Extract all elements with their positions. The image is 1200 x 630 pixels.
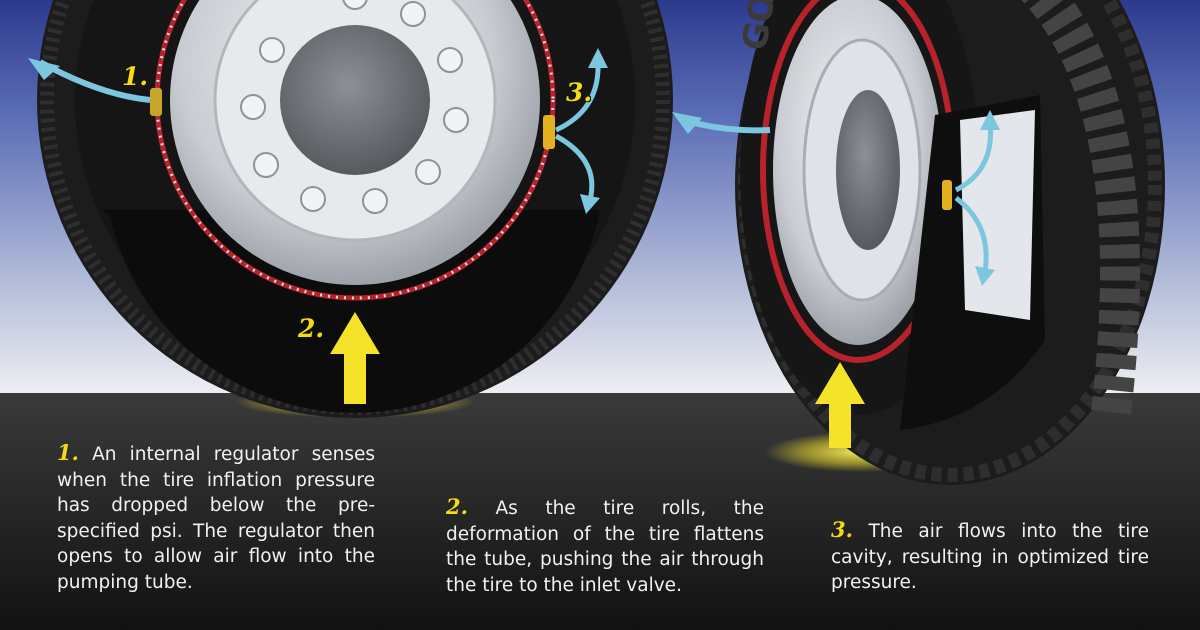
step-3-text: The air flows into the tire cavity, resu… [831,521,1149,593]
left-tire-cutaway [100,210,600,413]
right-air-inlet-arrow [689,119,771,134]
left-regulator-valve [150,88,162,116]
left-wheel [28,0,673,418]
right-air-out-arrow-down [954,196,989,273]
step-2-number: 2. [446,494,468,519]
right-inlet-valve [942,180,952,210]
step-2-text: As the tire rolls, the deformation of th… [446,498,764,596]
right-air-out-arrow-up [954,121,994,193]
left-force-arrow-head [330,312,380,354]
step-3-caption: 3. The air flows into the tire cavity, r… [831,517,1149,596]
left-lug-nuts [240,0,469,214]
step-3-number: 3. [831,517,853,542]
callout-2: 2. [298,314,325,343]
step-1-caption: 1. An internal regulator senses when the… [57,440,375,595]
step-1-number: 1. [57,440,79,465]
right-tread [1021,0,1140,423]
left-force-arrow-shaft [344,352,366,404]
right-wheel: GO [672,0,1165,485]
callout-3: 3. [566,78,593,107]
right-force-arrow-shaft [829,402,851,448]
left-air-out-arrow-up [554,61,601,133]
callout-1: 1. [122,62,149,91]
right-force-arrow-head [815,362,865,404]
left-inlet-valve [543,115,555,149]
right-hub [836,90,900,250]
left-hub [280,25,430,175]
left-air-out-arrow-down [554,133,595,201]
step-2-caption: 2. As the tire rolls, the deformation of… [446,494,764,598]
step-1-text: An internal regulator senses when the ti… [57,444,375,593]
